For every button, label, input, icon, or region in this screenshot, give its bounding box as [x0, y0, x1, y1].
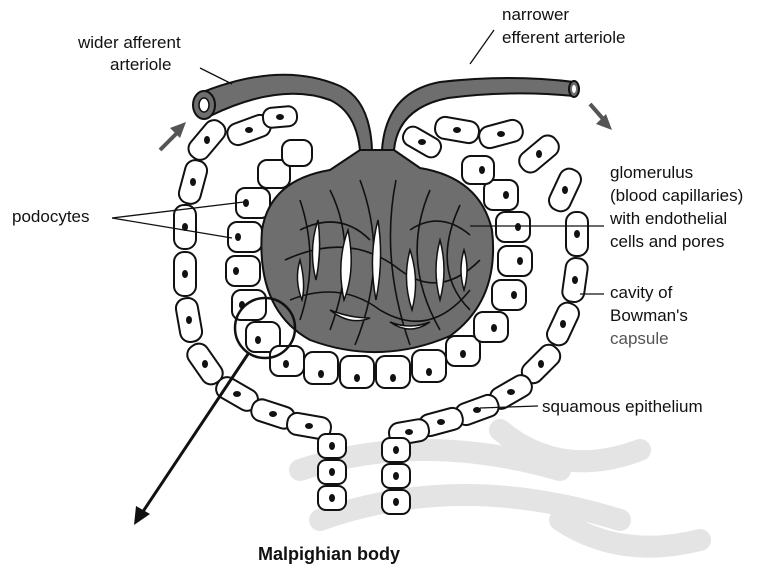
cavity-label-line1: cavity of [610, 283, 673, 302]
glomerulus-label-line3: with endothelial [609, 209, 727, 228]
background-watermark [300, 430, 700, 547]
outflow-arrow [590, 104, 604, 120]
afferent-label-line2: arteriole [110, 55, 171, 74]
magnify-pointer-arrow [134, 354, 248, 525]
glomerulus-label-line4: cells and pores [610, 232, 724, 251]
glomerulus-tuft [261, 150, 493, 352]
efferent-label-line2: efferent arteriole [502, 28, 625, 47]
squamous-label: squamous epithelium [542, 397, 703, 416]
cavity-label-line2: Bowman's [610, 306, 688, 325]
diagram-title: Malpighian body [258, 544, 400, 564]
efferent-leader [470, 30, 494, 64]
afferent-leader [200, 68, 232, 84]
efferent-label-line1: narrower [502, 5, 569, 24]
afferent-label-line1: wider afferent [77, 33, 181, 52]
inflow-arrow [160, 132, 178, 150]
glomerulus-label-line2: (blood capillaries) [610, 186, 743, 205]
podocytes-leader-2 [112, 218, 232, 238]
glomerulus-label-line1: glomerulus [610, 163, 693, 182]
cavity-label-line3: capsule [610, 329, 669, 348]
podocytes-label: podocytes [12, 207, 90, 226]
